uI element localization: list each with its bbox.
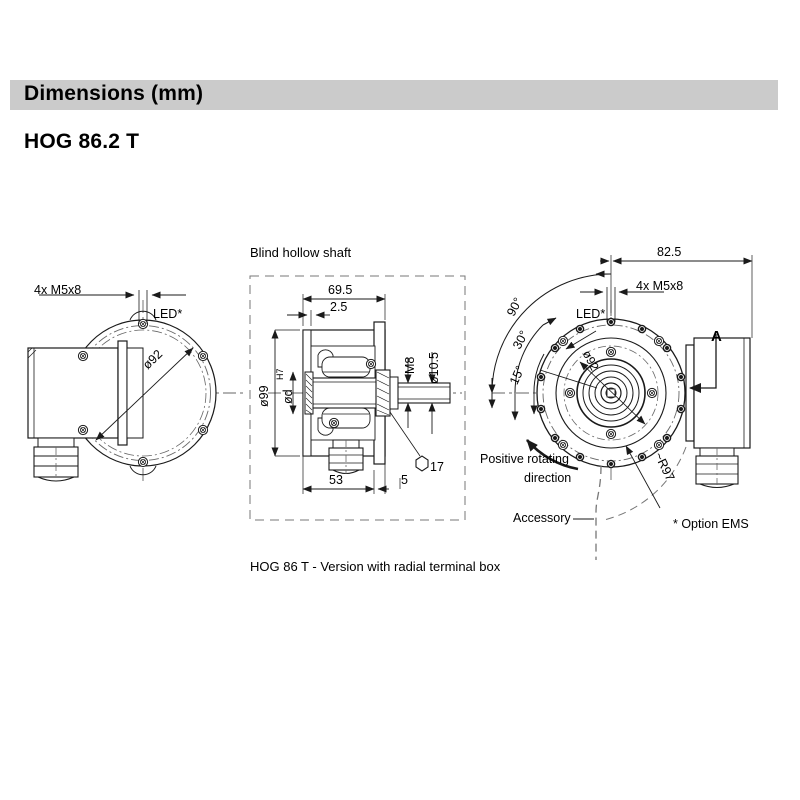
right-view-rotating-direction-line1: Positive rotating <box>480 452 569 466</box>
page-title: Dimensions (mm) <box>24 82 204 105</box>
middle-view-overall-length: 69.5 <box>328 283 353 297</box>
middle-view-shaft-end-length: 5 <box>401 473 408 487</box>
middle-view-hex-size: 17 <box>430 460 444 474</box>
middle-view-shaft-bore-diameter: ød <box>281 389 295 404</box>
left-view-screw-callout: 4x M5x8 <box>34 283 82 297</box>
middle-view-thread-size: M8 <box>403 356 417 374</box>
right-view-accessory-callout: Accessory <box>513 511 571 525</box>
middle-view-flange-thickness: 2.5 <box>330 300 348 314</box>
section-header-bar <box>10 80 778 110</box>
right-view-screw-callout: 4x M5x8 <box>636 279 684 293</box>
model-title: HOG 86.2 T <box>24 130 140 153</box>
right-view-option-footnote: * Option EMS <box>673 517 749 531</box>
middle-view-shaft-bore-tolerance: H7 <box>275 368 285 380</box>
left-view-led-callout: LED* <box>153 307 183 321</box>
right-view-rotating-direction-line2: direction <box>524 471 572 485</box>
middle-view-body-length: 53 <box>329 473 343 487</box>
right-view-terminal-box-offset: 82.5 <box>657 245 682 259</box>
drawing-caption: HOG 86 T - Version with radial terminal … <box>250 559 501 574</box>
middle-view-title: Blind hollow shaft <box>250 245 352 260</box>
right-view <box>488 255 753 560</box>
right-view-section-arrow-label: A <box>711 328 722 345</box>
middle-view <box>249 275 466 521</box>
middle-view-washer-diameter: ø10.5 <box>427 352 441 384</box>
left-view <box>27 290 246 485</box>
right-view-led-callout: LED* <box>576 307 606 321</box>
middle-view-housing-diameter: ø99 <box>257 385 271 407</box>
